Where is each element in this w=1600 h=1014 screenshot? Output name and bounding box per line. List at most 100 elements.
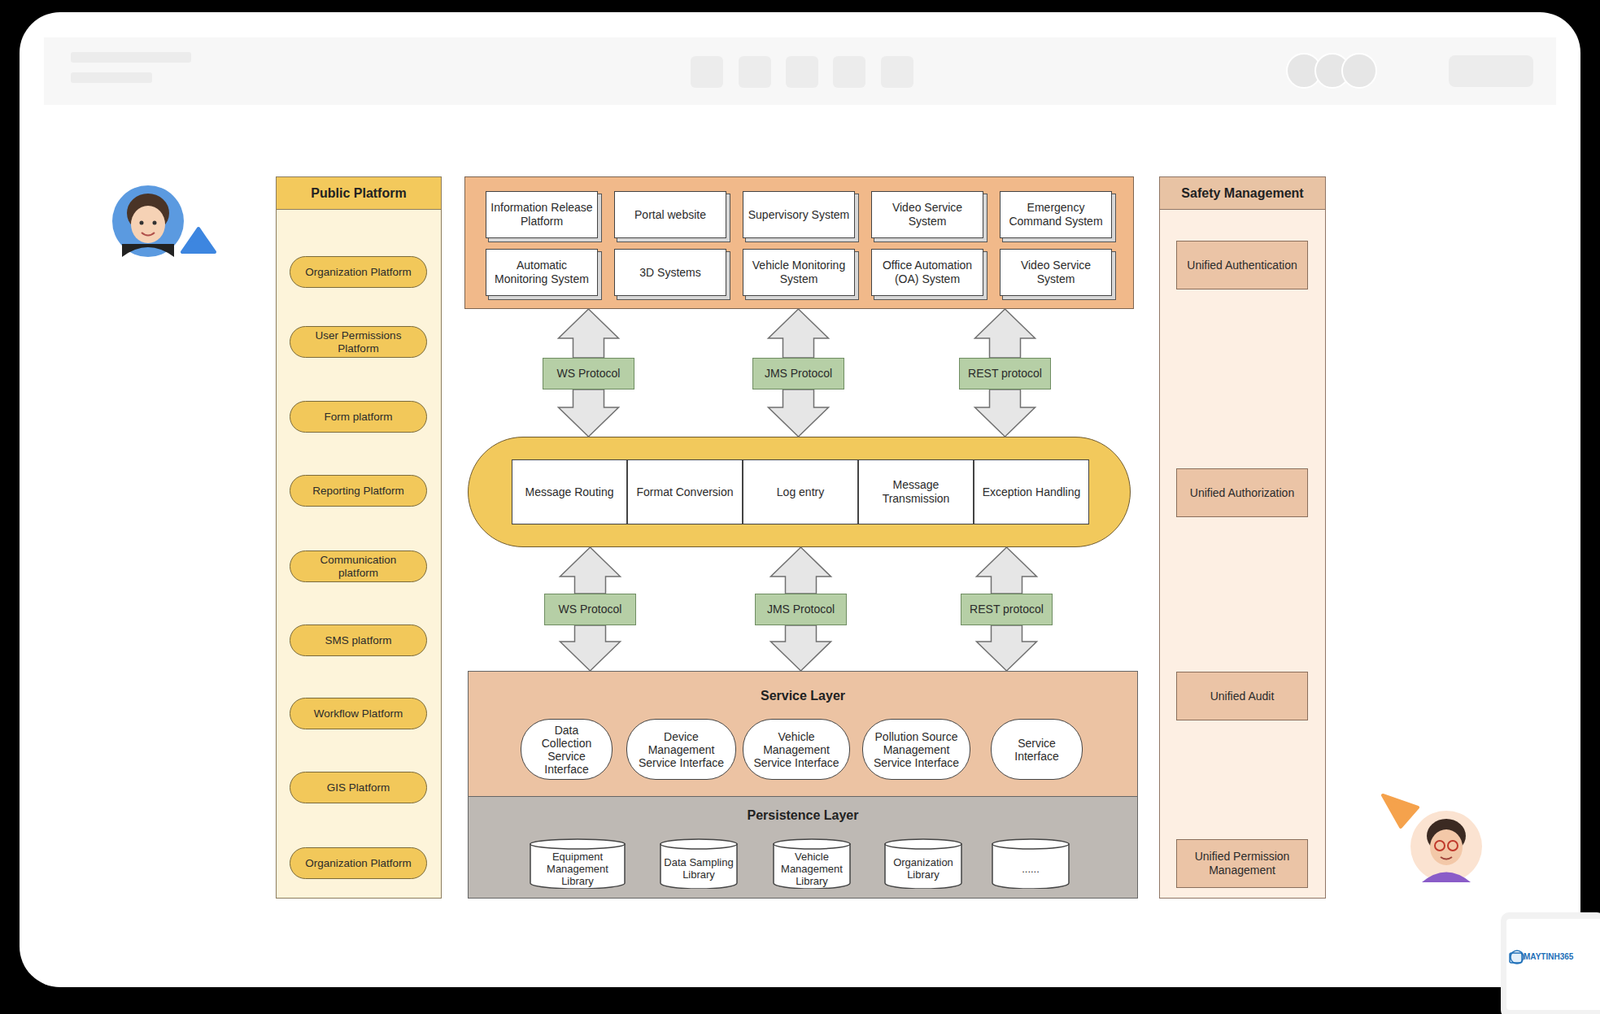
persistence-layer: Persistence LayerEquipment Management Li…: [467, 796, 1138, 899]
service-interface: Pollution Source Management Service Inte…: [862, 719, 971, 781]
node-label: Communication platform: [300, 553, 417, 580]
cylinder-body: [660, 844, 737, 890]
avatar-body: [1421, 872, 1471, 884]
node-label: SMS platform: [325, 634, 393, 648]
node-label: Format Conversion: [636, 485, 733, 500]
node-label: REST protocol: [969, 602, 1044, 617]
block-arrow: [768, 389, 829, 437]
application-box: Supervisory System: [742, 191, 855, 239]
node-label: Unified Audit: [1210, 689, 1275, 704]
watermark-panel: [1506, 919, 1600, 1011]
bus-function: Log entry: [742, 459, 859, 525]
node-label: Vehicle Monitoring System: [746, 258, 851, 287]
placeholder-button: [785, 56, 819, 88]
node-label: Message Routing: [525, 485, 615, 500]
block-arrow: [975, 309, 1036, 358]
service-bus: Message Routing Format Conversion Log entr…: [467, 436, 1131, 548]
protocol-box: REST protocol: [959, 357, 1051, 390]
application-box: Vehicle Monitoring System: [742, 248, 855, 297]
protocol-box: JMS Protocol: [752, 357, 845, 390]
node-label: Information Release Platform: [489, 200, 594, 229]
platform-pill: GIS Platform: [289, 771, 428, 804]
bus-function: Message Routing: [511, 459, 628, 525]
avatar-bg: [112, 185, 184, 258]
node-label: Form platform: [323, 410, 393, 424]
block-arrow: [768, 309, 829, 358]
block-arrow: [771, 547, 832, 594]
node-label: Video Service System: [875, 200, 980, 229]
node-label: Organization Platform: [305, 265, 412, 280]
node-label: Office Automation (OA) System: [875, 258, 980, 287]
bus-function: Message Transmission: [858, 459, 974, 525]
node-label: Organization Library: [884, 846, 963, 881]
platform-pill: Reporting Platform: [289, 475, 428, 507]
placeholder-button: [880, 56, 914, 88]
platform-pill: Form platform: [289, 401, 428, 433]
application-box: Video Service System: [999, 248, 1112, 297]
avatar-eye: [152, 221, 157, 226]
avatar-mouth: [1440, 857, 1452, 860]
safety-box: Unified Authentication: [1176, 240, 1308, 290]
pointer-triangle: [182, 228, 215, 253]
service-interface: Vehicle Management Service Interface: [742, 719, 851, 781]
block-arrow: [975, 389, 1036, 437]
group-heading: Persistence Layer: [468, 805, 1138, 827]
block-arrow: [976, 547, 1038, 594]
node-label: JMS Protocol: [767, 602, 835, 617]
node-label: Data Sampling Library: [659, 846, 738, 881]
node-label: Vehicle Management Service Interface: [751, 730, 842, 770]
platform-pill: Workflow Platform: [289, 697, 428, 730]
node-label: JMS Protocol: [764, 366, 833, 381]
protocol-box: JMS Protocol: [754, 593, 847, 626]
platform-pill: Organization Platform: [289, 256, 428, 288]
safety-column: Safety ManagementUnified AuthenticationU…: [1159, 176, 1326, 899]
node-label: Data Collection Service Interface: [529, 723, 604, 777]
application-box: 3D Systems: [614, 248, 727, 297]
safety-box: Unified Audit: [1176, 671, 1308, 721]
service-interface: Device Management Service Interface: [626, 719, 737, 781]
node-label: Equipment Management Library: [529, 841, 626, 888]
service-layer: Service LayerData Collection Service Int…: [467, 671, 1138, 798]
protocol-box: REST protocol: [960, 593, 1053, 626]
group-heading: Safety Management: [1159, 177, 1326, 210]
service-interface: Data Collection Service Interface: [520, 719, 613, 781]
cylinder-top: [992, 839, 1069, 850]
application-layer: Information Release Platform Portal websi…: [464, 176, 1134, 310]
node-label: User Permissions Platform: [300, 329, 417, 356]
node-label: Video Service System: [1003, 258, 1108, 287]
cylinder-body: [885, 844, 962, 890]
cylinder-top: [885, 839, 962, 850]
protocol-box: WS Protocol: [544, 593, 637, 626]
block-arrow: [558, 389, 620, 437]
group-heading: Public Platform: [276, 177, 441, 210]
pointer-triangle: [1382, 795, 1418, 828]
application-box: Video Service System: [871, 191, 984, 239]
placeholder-bar: [70, 52, 192, 63]
group-heading: Service Layer: [468, 686, 1138, 707]
placeholder-button: [690, 56, 724, 88]
watermark-text: MAYTINH365: [1523, 952, 1574, 962]
node-label: Service Interface: [999, 736, 1074, 763]
placeholder-button: [1448, 55, 1534, 88]
database-cylinder: Equipment Management Library: [529, 838, 626, 890]
avatar-eye: [139, 221, 144, 226]
database-cylinder: Data Sampling Library: [659, 838, 738, 890]
avatar-face: [1429, 829, 1463, 866]
database-cylinder: ......: [991, 838, 1070, 890]
application-box: Office Automation (OA) System: [871, 248, 984, 297]
platform-pill: Communication platform: [289, 550, 428, 583]
database-cylinder: Vehicle Management Library: [772, 838, 851, 890]
node-label: Unified Permission Management: [1183, 850, 1301, 878]
application-box: Automatic Monitoring System: [485, 248, 598, 297]
avatar-face: [130, 205, 166, 244]
watermark-logo: [1510, 950, 1524, 964]
node-label: Unified Authentication: [1186, 258, 1297, 273]
node-label: Automatic Monitoring System: [489, 258, 594, 287]
node-label: Reporting Platform: [312, 484, 405, 498]
block-arrow: [771, 625, 832, 672]
platform-column: Public PlatformOrganization PlatformUser…: [275, 176, 442, 899]
node-label: Emergency Command System: [1003, 200, 1108, 229]
application-box: Portal website: [614, 191, 727, 239]
